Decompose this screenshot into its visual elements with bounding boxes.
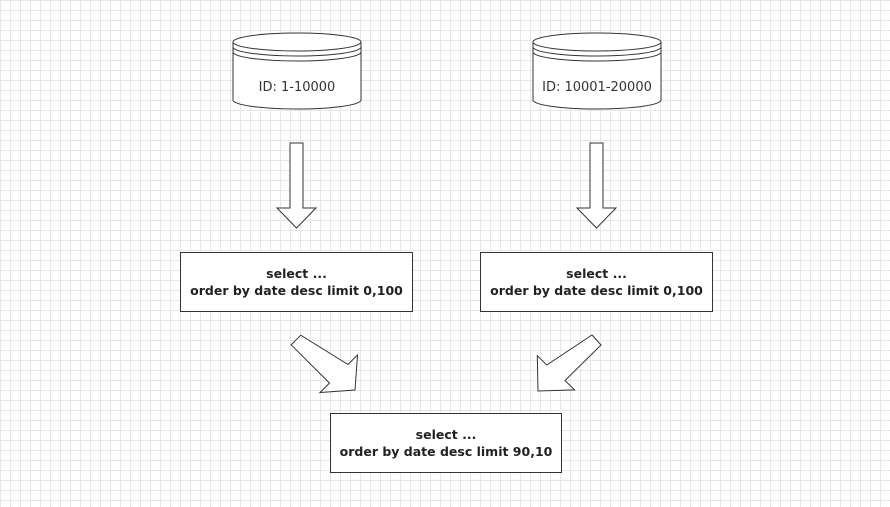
database-shard-2: ID: 10001-20000 <box>532 32 662 110</box>
query-box-merged: select ... order by date desc limit 90,1… <box>330 413 562 473</box>
query-line-select: select ... <box>415 427 477 442</box>
database-label: ID: 10001-20000 <box>542 80 652 95</box>
query-line-order: order by date desc limit 0,100 <box>490 283 703 298</box>
query-line-select: select ... <box>566 266 627 281</box>
database-label: ID: 1-10000 <box>259 80 336 95</box>
diagonal-arrow-left <box>290 334 359 394</box>
down-arrow-1 <box>275 142 318 229</box>
query-line-order: order by date desc limit 0,100 <box>190 283 403 298</box>
database-shard-1: ID: 1-10000 <box>232 32 362 110</box>
down-arrow-2 <box>575 142 618 229</box>
diagonal-arrow-right <box>536 334 602 392</box>
query-line-select: select ... <box>266 266 327 281</box>
query-box-shard-1: select ... order by date desc limit 0,10… <box>180 252 413 312</box>
query-line-order: order by date desc limit 90,10 <box>339 444 553 459</box>
query-box-shard-2: select ... order by date desc limit 0,10… <box>480 252 713 312</box>
